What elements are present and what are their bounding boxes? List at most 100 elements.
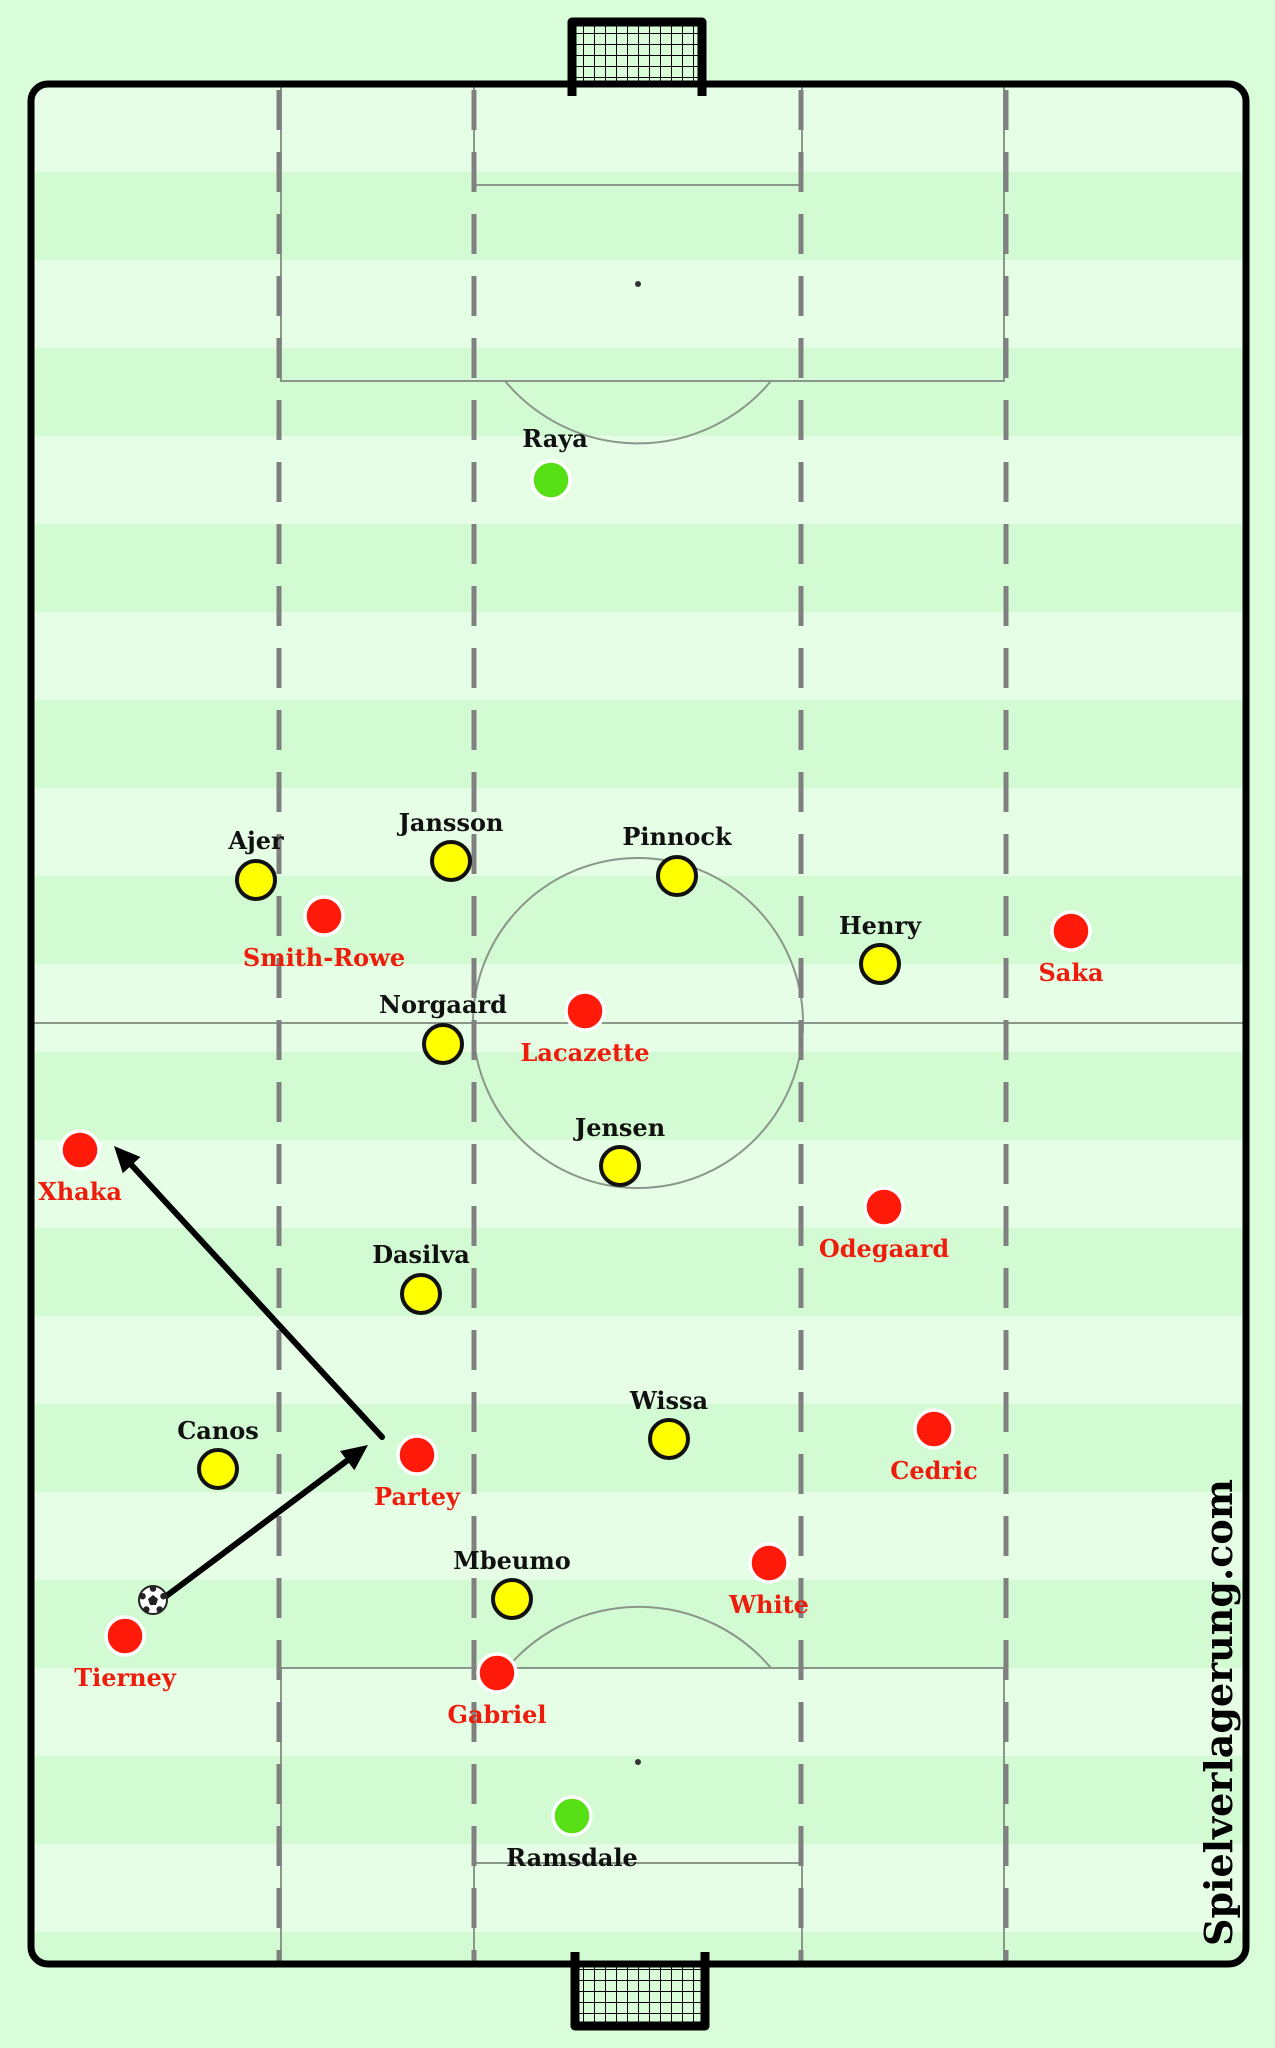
- player-name: Dasilva: [372, 1240, 470, 1269]
- player-name: Mbeumo: [453, 1546, 570, 1575]
- top-penalty-arc: [504, 380, 772, 445]
- player-marker: [303, 895, 345, 937]
- player-name: Saka: [1038, 958, 1103, 987]
- player-dasilva: Dasilva: [372, 1240, 470, 1315]
- player-wissa: Wissa: [629, 1386, 708, 1460]
- stripe: [31, 1756, 1246, 1844]
- player-norgaard: Norgaard: [379, 990, 507, 1065]
- player-odegaard: Odegaard: [819, 1186, 949, 1263]
- stripe: [31, 1052, 1246, 1140]
- bottom-goal: [570, 1952, 710, 2031]
- bottom-penalty-spot: [635, 1759, 641, 1765]
- stripe: [31, 700, 1246, 788]
- stripe: [31, 1668, 1246, 1756]
- player-marker: [599, 1145, 641, 1187]
- player-marker: [235, 859, 277, 901]
- player-marker: [863, 1186, 905, 1228]
- player-pinnock: Pinnock: [622, 822, 733, 897]
- player-marker: [1050, 910, 1092, 952]
- stripe: [31, 1492, 1246, 1580]
- stripe: [31, 524, 1246, 612]
- player-marker: [656, 855, 698, 897]
- player-name: Odegaard: [819, 1234, 949, 1263]
- stripe: [31, 348, 1246, 436]
- stripe: [31, 84, 1246, 172]
- player-name: Henry: [839, 911, 922, 940]
- player-partey: Partey: [374, 1434, 461, 1511]
- player-name: Lacazette: [521, 1038, 650, 1067]
- player-marker: [422, 1023, 464, 1065]
- player-marker: [530, 459, 572, 501]
- player-marker: [551, 1795, 593, 1837]
- player-ramsdale: Ramsdale: [506, 1795, 638, 1872]
- player-saka: Saka: [1038, 910, 1104, 987]
- player-henry: Henry: [839, 911, 922, 985]
- stripe: [31, 436, 1246, 524]
- pass-arrows: [114, 1146, 385, 1606]
- player-marker: [913, 1408, 955, 1450]
- player-name: Canos: [177, 1416, 259, 1445]
- player-marker: [400, 1273, 442, 1315]
- stripe: [31, 1580, 1246, 1668]
- player-name: Jensen: [573, 1113, 665, 1142]
- player-name: Partey: [374, 1482, 461, 1511]
- player-marker: [430, 840, 472, 882]
- player-name: Smith-Rowe: [243, 943, 405, 972]
- player-tierney: Tierney: [74, 1615, 177, 1692]
- player-name: Tierney: [74, 1663, 177, 1692]
- top-penalty-spot: [635, 281, 641, 287]
- stripe: [31, 964, 1246, 1052]
- stripe: [31, 1932, 1246, 1964]
- bottom-penalty-arc: [506, 1605, 772, 1669]
- player-lacazette: Lacazette: [521, 990, 650, 1067]
- pitch-stripes: [31, 84, 1246, 1964]
- football-icon: [138, 1585, 168, 1615]
- player-raya: Raya: [522, 424, 588, 501]
- player-marker: [564, 990, 606, 1032]
- stripe: [31, 1316, 1246, 1404]
- stripe: [31, 876, 1246, 964]
- player-jensen: Jensen: [573, 1113, 665, 1187]
- player-name: Gabriel: [448, 1700, 547, 1729]
- channel-lines: [276, 90, 1009, 1962]
- player-name: White: [728, 1590, 809, 1619]
- player-jansson: Jansson: [397, 808, 504, 882]
- player-smith-rowe: Smith-Rowe: [243, 895, 405, 972]
- player-marker: [648, 1418, 690, 1460]
- stripe: [31, 260, 1246, 348]
- player-white: White: [728, 1542, 809, 1619]
- player-name: Xhaka: [38, 1177, 122, 1206]
- player-canos: Canos: [177, 1416, 259, 1490]
- player-cedric: Cedric: [890, 1408, 978, 1485]
- player-marker: [396, 1434, 438, 1476]
- pass-arrow-partey-to-xhaka: [114, 1146, 385, 1440]
- player-marker: [59, 1129, 101, 1171]
- player-name: Raya: [522, 424, 588, 453]
- player-marker: [104, 1615, 146, 1657]
- player-marker: [476, 1652, 518, 1694]
- player-mbeumo: Mbeumo: [453, 1546, 571, 1620]
- player-xhaka: Xhaka: [38, 1129, 122, 1206]
- player-marker: [859, 943, 901, 985]
- player-name: Ramsdale: [506, 1843, 638, 1872]
- player-name: Cedric: [890, 1456, 978, 1485]
- watermark: Spielverlagerung.com: [1196, 1479, 1241, 1946]
- player-marker: [197, 1448, 239, 1490]
- player-name: Pinnock: [622, 822, 733, 851]
- stripe: [31, 172, 1246, 260]
- stripe: [31, 1844, 1246, 1932]
- stripe: [31, 612, 1246, 700]
- player-marker: [748, 1542, 790, 1584]
- top-goal: [567, 17, 707, 96]
- player-name: Jansson: [397, 808, 504, 837]
- player-gabriel: Gabriel: [448, 1652, 547, 1729]
- stripe: [31, 1140, 1246, 1228]
- pass-arrow-tierney-to-partey: [154, 1445, 368, 1606]
- player-name: Ajer: [227, 826, 284, 855]
- player-name: Norgaard: [379, 990, 507, 1019]
- player-ajer: Ajer: [227, 826, 284, 901]
- player-name: Wissa: [629, 1386, 708, 1415]
- stripe: [31, 1228, 1246, 1316]
